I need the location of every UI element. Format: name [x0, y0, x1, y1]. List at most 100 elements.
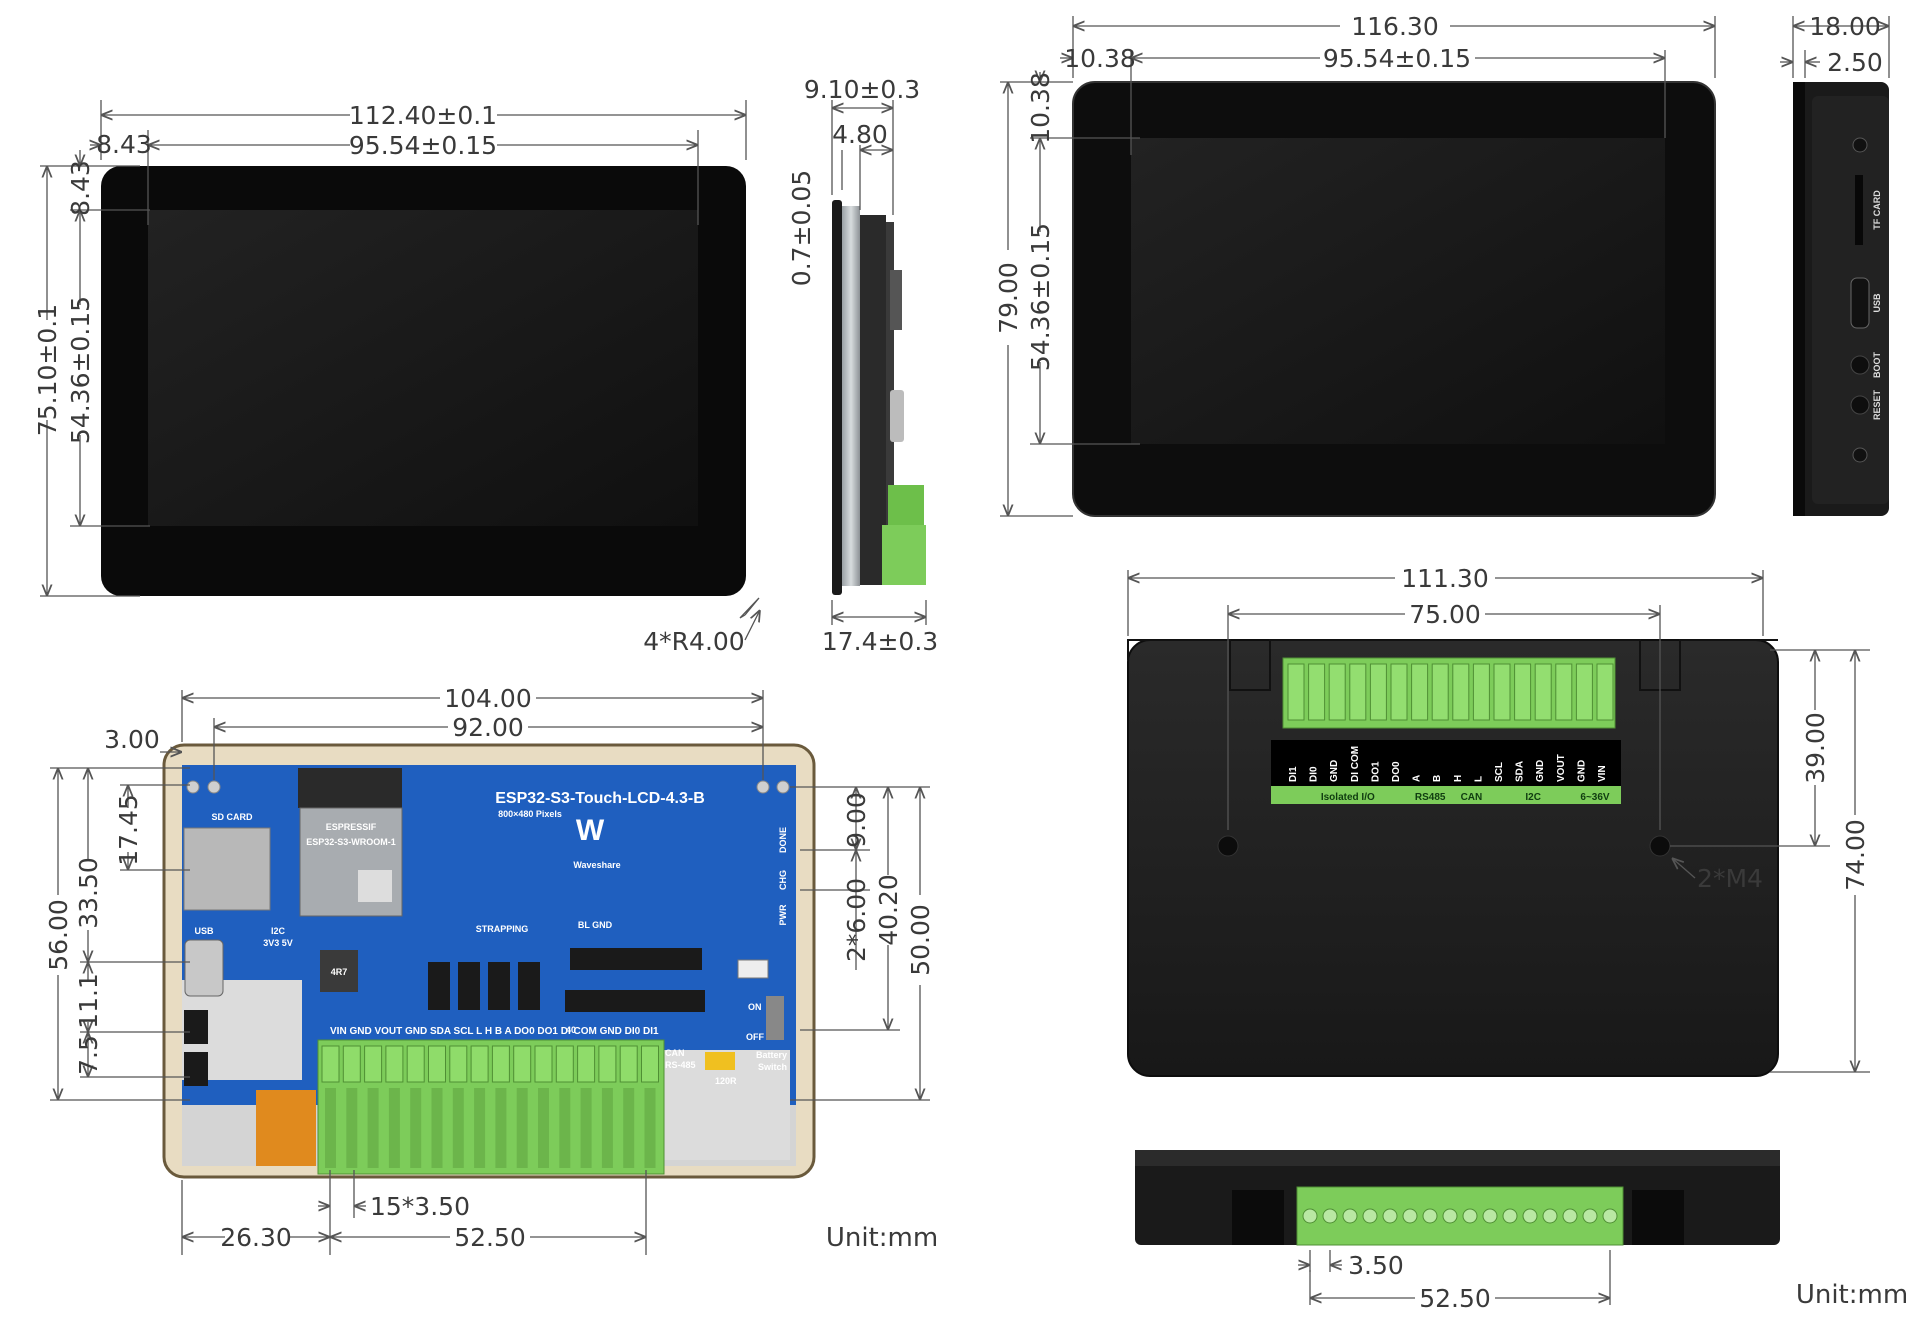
pcb-can-label: CAN	[665, 1048, 685, 1058]
pcb-terminal-pitch-label: 15*3.50	[370, 1192, 470, 1221]
bottom-terminal-hole	[1502, 1208, 1518, 1224]
case-pin-label: GND	[1535, 760, 1546, 782]
pcb-hole-tl-b	[207, 780, 221, 794]
pcb-sd-offset-label: 17.45	[114, 794, 143, 866]
pcb-boot-button	[184, 1010, 208, 1044]
pcb-power-switch	[766, 996, 784, 1040]
bottom-terminal-hole	[1602, 1208, 1618, 1224]
case-terminal-slot	[1349, 663, 1367, 721]
bottom-terminal-hole	[1402, 1208, 1418, 1224]
case-side-lip-label: 2.50	[1827, 48, 1883, 77]
case-terminal-slot	[1472, 663, 1490, 721]
side-board-depth-label: 4.80	[832, 120, 888, 149]
pcb-terminal-slot	[321, 1045, 340, 1083]
pcb-inductor-label: 4R7	[331, 967, 348, 977]
case-side-view: TF CARD USB BOOT RESET 18.00 2.50	[1780, 12, 1890, 516]
case-pin-label: DO1	[1370, 761, 1381, 782]
case-terminal-slot	[1287, 663, 1305, 721]
case-front-view: 116.30 95.54±0.15 10.38 79.00 54.36±0.15…	[994, 12, 1716, 517]
case-back-width-label: 111.30	[1401, 564, 1488, 593]
pcb-terminal-slot	[364, 1045, 383, 1083]
pcb-pwr-label: PWR	[778, 904, 788, 925]
side-usb-port	[890, 390, 904, 442]
pcb-switch-label: Switch	[758, 1062, 787, 1072]
case-back-hole-right	[1649, 835, 1671, 857]
case-pin-label: DI1	[1288, 766, 1299, 782]
bottom-terminal-holes	[1302, 1208, 1618, 1224]
pcb-battery-connector	[737, 959, 769, 979]
pcb-hole-span-label: 104.00	[444, 684, 531, 713]
pcb-terminal-rib	[474, 1088, 486, 1168]
pcb-reset-button	[184, 1052, 208, 1086]
pcb-terminal-slot	[470, 1045, 489, 1083]
pcb-i2c-label: I2C	[271, 926, 286, 936]
bottom-terminal-hole	[1302, 1208, 1318, 1224]
pcb-brand: Waveshare	[573, 860, 620, 870]
pcb-terminal-slot	[598, 1045, 617, 1083]
pcb-sd-label: SD CARD	[211, 812, 253, 822]
case-group-label: 6~36V	[1580, 792, 1610, 803]
pcb-hole-tl-a	[186, 780, 200, 794]
case-left-offset-label: 10.38	[1064, 44, 1136, 73]
case-pin-label: GND	[1576, 760, 1587, 782]
case-pin-label: SDA	[1515, 761, 1526, 782]
case-back-hole-span-label: 75.00	[1409, 600, 1481, 629]
pcb-view: SD CARD ESPRESSIF ESP32-S3-WROOM-1 ESP32…	[44, 684, 938, 1255]
case-group-label: I2C	[1525, 792, 1541, 803]
pcb-terminal-slot	[428, 1045, 446, 1083]
front-bezel-top-label: 8.43	[66, 160, 95, 216]
pcb-terminal-rib	[601, 1088, 613, 1168]
bottom-terminal-hole	[1422, 1208, 1438, 1224]
bottom-terminal-hole	[1362, 1208, 1378, 1224]
pcb-terminal-slot	[342, 1045, 361, 1083]
case-screen	[1131, 138, 1665, 444]
pcb-unit-label: Unit:mm	[826, 1223, 938, 1253]
corner-radius-label: 4*R4.00	[643, 627, 744, 656]
bottom-terminal-hole	[1462, 1208, 1478, 1224]
pcb-terminal-slot	[619, 1045, 638, 1083]
case-side-tf-label: TF CARD	[1872, 190, 1882, 230]
pcb-terminal-slot	[491, 1045, 510, 1083]
case-pin-label: GND	[1329, 760, 1340, 782]
pcb-right-pitch-label: 9.00	[842, 792, 871, 848]
case-back-hole-left	[1217, 835, 1239, 857]
front-display-height-label: 54.36±0.15	[66, 296, 95, 444]
case-height-label: 79.00	[994, 262, 1023, 334]
case-back-label-band	[1271, 786, 1621, 804]
side-terminal-depth-label: 17.4±0.3	[822, 627, 938, 656]
case-back-height-label: 74.00	[1841, 819, 1870, 891]
side-sd-slot	[890, 270, 902, 330]
case-side-boot-label: BOOT	[1872, 351, 1882, 378]
case-terminal-slot	[1514, 663, 1532, 721]
pcb-terminal-rib	[580, 1088, 592, 1168]
pcb-board-name: ESP32-S3-Touch-LCD-4.3-B	[495, 790, 705, 807]
case-group-label: Isolated I/O	[1321, 792, 1375, 803]
pcb-terminal-left-label: 26.30	[220, 1223, 292, 1252]
pcb-fpc-ribbon	[256, 1090, 316, 1166]
pcb-terminal-rib	[538, 1088, 549, 1168]
pcb-esp-brand: ESPRESSIF	[326, 822, 377, 832]
front-view: 112.40±0.1 95.54±0.15 8.43 75.10±0.1 54.…	[33, 100, 760, 656]
case-side-usb-label: USB	[1872, 293, 1882, 313]
case-terminal-slot	[1596, 663, 1614, 721]
case-terminal-slot	[1431, 663, 1449, 721]
pcb-terminal-rib	[516, 1088, 528, 1168]
bottom-pitch-label: 3.50	[1348, 1251, 1404, 1280]
case-side-boot-button	[1850, 355, 1870, 375]
pcb-right-pair-label: 2*6.00	[842, 878, 871, 962]
case-terminal-slot	[1452, 663, 1470, 721]
side-glass-label: 0.7±0.05	[787, 170, 816, 286]
case-pin-label: L	[1473, 776, 1484, 782]
pcb-rs485-label: RS-485	[665, 1060, 696, 1070]
pcb-terminal-rib	[388, 1088, 400, 1168]
bottom-unit-label: Unit:mm	[1796, 1280, 1908, 1310]
case-side-usb-port	[1850, 277, 1870, 329]
pcb-usb-port	[184, 939, 224, 997]
case-back-hole-height-label: 39.00	[1801, 712, 1830, 784]
pcb-height-label: 56.00	[44, 899, 73, 971]
pcb-button-pitch-label: 11.1	[74, 973, 103, 1029]
case-side-tf-slot	[1855, 175, 1863, 245]
case-pin-label: VIN	[1597, 765, 1608, 782]
